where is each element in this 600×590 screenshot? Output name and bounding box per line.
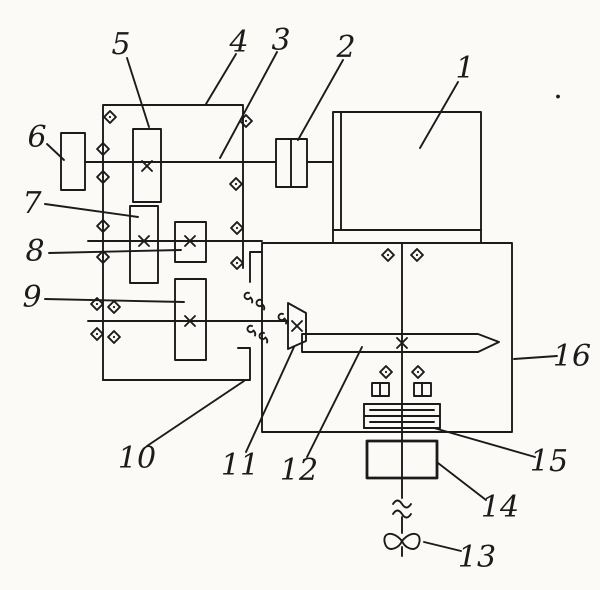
gear-7 xyxy=(129,205,159,284)
label-11: 11 xyxy=(221,448,259,483)
shaft-flange xyxy=(249,251,263,283)
bearing-icon xyxy=(230,256,244,270)
bevel-gear-11 xyxy=(287,302,307,350)
agitator-arm-12 xyxy=(301,333,500,353)
leader-2 xyxy=(297,59,344,141)
label-9: 9 xyxy=(22,280,41,315)
leader-11 xyxy=(245,346,295,453)
bearing-icon xyxy=(107,330,121,344)
part-labels: 1 2 3 4 5 6 7 8 9 10 11 12 13 14 15 16 . xyxy=(22,23,591,575)
label-13: 13 xyxy=(458,540,496,575)
key-mark-icon xyxy=(291,320,303,332)
gear-mark-icon xyxy=(255,298,266,311)
label-15: 15 xyxy=(530,444,568,479)
leader-12 xyxy=(306,346,363,458)
stray-dot: . xyxy=(553,71,563,106)
label-2: 2 xyxy=(335,30,355,65)
bearing-icon xyxy=(90,327,104,341)
gear-8 xyxy=(174,221,207,263)
leader-6 xyxy=(46,143,65,161)
bearing-block-14 xyxy=(365,439,439,480)
shaft-break-icon xyxy=(392,499,412,509)
motor-body xyxy=(332,111,482,231)
motor xyxy=(332,111,482,244)
leader-8 xyxy=(48,249,182,254)
leader-15 xyxy=(433,427,536,458)
leader-14 xyxy=(437,462,487,501)
frame-wall-left-top xyxy=(102,104,244,381)
leader-5 xyxy=(126,57,150,128)
wheel-6 xyxy=(60,132,86,191)
leader-3 xyxy=(219,51,278,159)
propeller-icon xyxy=(401,532,421,550)
frame-bottom-bracket xyxy=(102,347,251,381)
gear-mark-icon xyxy=(277,312,288,325)
gear-mark-icon xyxy=(258,331,269,344)
housing-outline xyxy=(261,242,513,433)
gear-mark-icon xyxy=(243,291,254,304)
bearing-icon xyxy=(381,248,395,262)
bearing-icon xyxy=(411,365,425,379)
gear-frame xyxy=(102,104,263,381)
label-1: 1 xyxy=(455,51,474,86)
gear-5 xyxy=(132,128,162,203)
label-3: 3 xyxy=(271,23,290,58)
vertical-drive xyxy=(287,242,500,557)
bearing-icon xyxy=(379,365,393,379)
housing-16 xyxy=(261,242,513,433)
gear-mark-icon xyxy=(246,324,257,337)
label-16: 16 xyxy=(553,339,591,374)
bearing-icon xyxy=(410,248,424,262)
label-8: 8 xyxy=(25,234,44,269)
gear-9 xyxy=(174,278,207,361)
label-5: 5 xyxy=(111,27,130,62)
bearing-icon xyxy=(103,110,117,124)
label-4: 4 xyxy=(228,25,248,60)
leader-lines xyxy=(44,51,558,552)
leader-13 xyxy=(423,541,462,552)
propeller-icon xyxy=(383,532,403,550)
label-14: 14 xyxy=(481,490,519,525)
leader-7 xyxy=(44,203,139,218)
leader-10 xyxy=(146,380,245,447)
coupling xyxy=(275,138,308,188)
gear-mesh-marks xyxy=(243,291,288,344)
leader-16 xyxy=(513,355,558,360)
leader-1 xyxy=(419,81,459,149)
label-12: 12 xyxy=(280,453,318,488)
label-7: 7 xyxy=(22,186,42,221)
leader-4 xyxy=(205,53,237,105)
leader-9 xyxy=(44,298,185,303)
bearing-icon xyxy=(229,177,243,191)
label-10: 10 xyxy=(118,441,156,476)
shaft-break-icon xyxy=(392,509,412,519)
bearing-icon xyxy=(230,221,244,235)
label-6: 6 xyxy=(27,120,46,155)
gear-train xyxy=(60,128,207,361)
bearing-icon xyxy=(107,300,121,314)
shafts xyxy=(84,161,334,322)
